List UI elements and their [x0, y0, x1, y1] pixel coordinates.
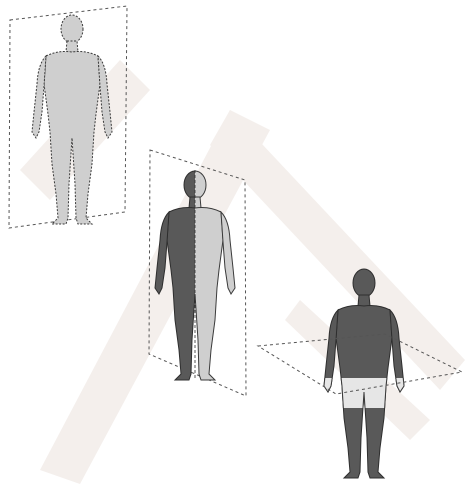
coronal-plane-figure: [9, 6, 127, 228]
